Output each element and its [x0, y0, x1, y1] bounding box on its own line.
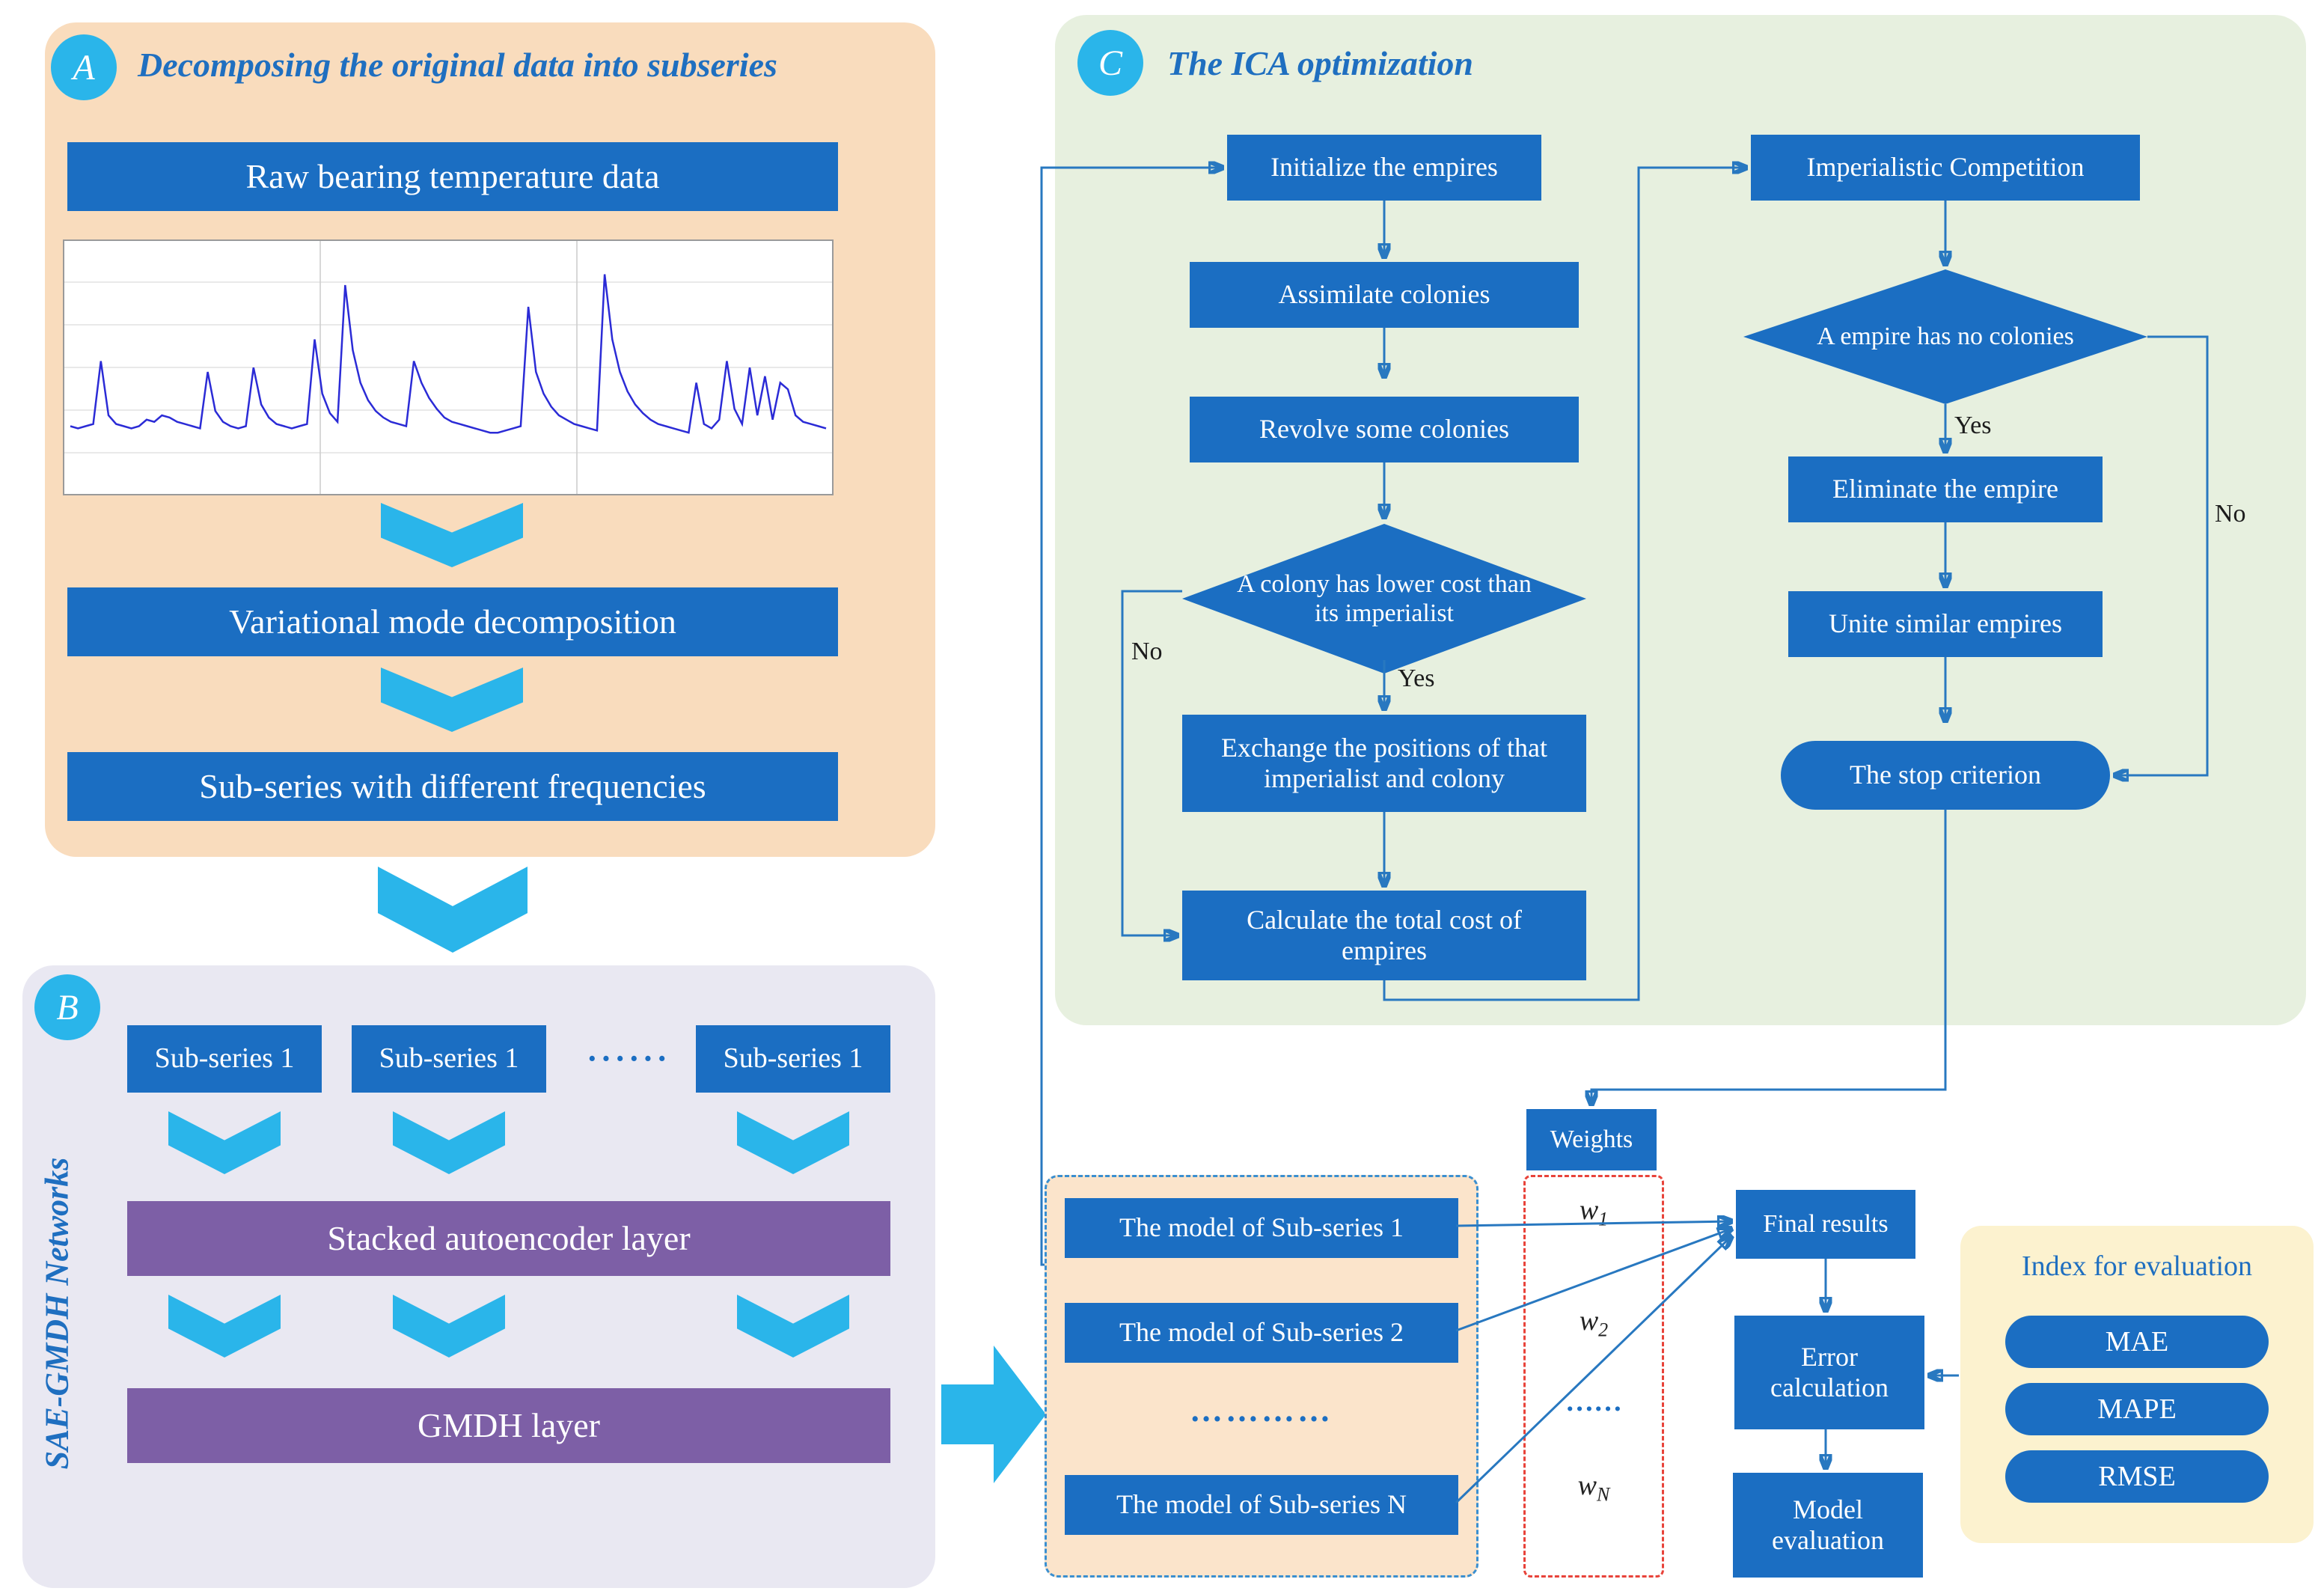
imperialistic-competition-box: Imperialistic Competition	[1751, 135, 2140, 201]
panel-b-badge: B	[34, 974, 100, 1040]
exchange-positions-box: Exchange the positions of that imperiali…	[1182, 715, 1586, 812]
final-results-box: Final results	[1736, 1190, 1915, 1259]
gmdh-layer-box: GMDH layer	[127, 1388, 890, 1463]
weight-wn: wN	[1577, 1470, 1610, 1506]
panel-a-badge: A	[51, 34, 117, 100]
subseries-n-box: Sub-series 1	[696, 1025, 890, 1093]
calculate-cost-box: Calculate the total cost of empires	[1182, 891, 1586, 980]
subseries-frequencies-box: Sub-series with different frequencies	[67, 752, 838, 821]
initialize-empires-box: Initialize the empires	[1227, 135, 1541, 201]
revolve-colonies-box: Revolve some colonies	[1190, 397, 1579, 462]
temperature-chart	[63, 239, 834, 495]
weights-ellipsis: ……	[1565, 1386, 1622, 1417]
temperature-series-line	[70, 274, 827, 434]
assimilate-colonies-box: Assimilate colonies	[1190, 262, 1579, 328]
empire-colonies-decision: A empire has no colonies	[1743, 269, 2147, 404]
model-subseries-1-box: The model of Sub-series 1	[1065, 1198, 1458, 1258]
metric-pill-mape: MAPE	[2005, 1383, 2269, 1435]
no-label: No	[1131, 638, 1163, 665]
stacked-autoencoder-box: Stacked autoencoder layer	[127, 1201, 890, 1276]
panel-b-side-label: SAE-GMDH Networks	[38, 1157, 76, 1470]
index-evaluation-panel: Index for evaluation MAE MAPE RMSE	[1960, 1226, 2314, 1543]
models-ellipsis: …………	[1190, 1391, 1333, 1429]
metric-pill-mae: MAE	[2005, 1316, 2269, 1368]
chevron-down-icon	[168, 1295, 281, 1358]
subseries-ellipsis: ······	[586, 1039, 671, 1077]
model-subseries-n-box: The model of Sub-series N	[1065, 1475, 1458, 1535]
chevron-down-icon	[737, 1111, 849, 1174]
weight-w2: w2	[1579, 1305, 1609, 1341]
metric-pill-rmse: RMSE	[2005, 1450, 2269, 1503]
model-evaluation-box: Model evaluation	[1733, 1473, 1923, 1578]
vmd-box: Variational mode decomposition	[67, 587, 838, 656]
subseries-1-box: Sub-series 1	[127, 1025, 322, 1093]
big-right-arrow-icon	[941, 1346, 1046, 1483]
subseries-2-box: Sub-series 1	[352, 1025, 546, 1093]
raw-data-box: Raw bearing temperature data	[67, 142, 838, 211]
colony-cost-decision: A colony has lower cost than its imperia…	[1182, 524, 1586, 674]
chevron-down-icon	[381, 503, 523, 567]
weight-w1: w1	[1579, 1194, 1609, 1230]
unite-empires-box: Unite similar empires	[1788, 591, 2103, 657]
weights-group: w1 w2 …… wN	[1523, 1175, 1664, 1578]
yes-label: Yes	[1398, 665, 1435, 692]
chevron-down-icon	[378, 867, 528, 953]
chevron-down-icon	[381, 668, 523, 732]
model-subseries-2-box: The model of Sub-series 2	[1065, 1303, 1458, 1363]
chevron-down-icon	[737, 1295, 849, 1358]
panel-c-title: The ICA optimization	[1167, 44, 1473, 82]
error-calculation-box: Error calculation	[1734, 1316, 1924, 1429]
weights-title-box: Weights	[1526, 1109, 1657, 1170]
index-panel-title: Index for evaluation	[2021, 1250, 2253, 1283]
stop-criterion-pill: The stop criterion	[1781, 741, 2110, 810]
eliminate-empire-box: Eliminate the empire	[1788, 456, 2103, 522]
chevron-down-icon	[393, 1295, 505, 1358]
panel-c-badge: C	[1077, 30, 1143, 96]
panel-c-ica: C The ICA optimization Initialize the em…	[1055, 15, 2306, 1025]
chevron-down-icon	[393, 1111, 505, 1174]
submodels-group: The model of Sub-series 1 The model of S…	[1045, 1175, 1479, 1578]
chevron-down-icon	[168, 1111, 281, 1174]
panel-a-title: Decomposing the original data into subse…	[138, 46, 777, 84]
panel-a-decomposition: A Decomposing the original data into sub…	[45, 22, 935, 857]
no-label: No	[2215, 500, 2246, 528]
yes-label: Yes	[1954, 412, 1992, 439]
panel-b-sae-gmdh: B SAE-GMDH Networks Sub-series 1 Sub-ser…	[22, 965, 935, 1588]
